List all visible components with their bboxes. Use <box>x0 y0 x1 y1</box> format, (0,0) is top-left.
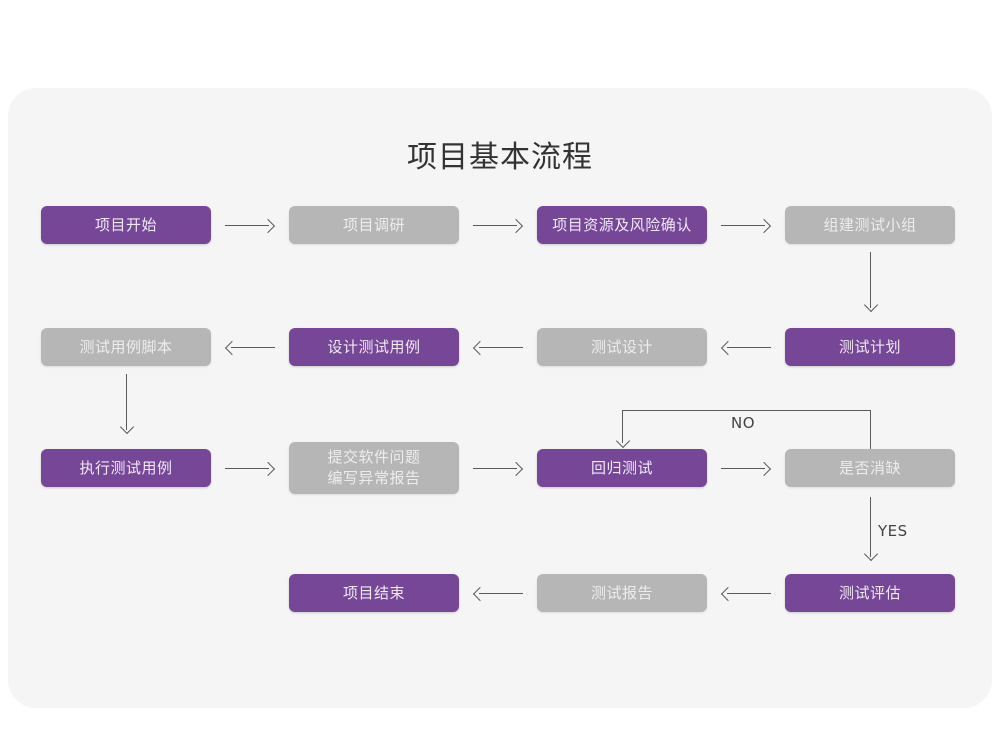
arrow-n11-n12 <box>721 468 765 469</box>
arrow-n10-n11 <box>473 468 517 469</box>
arrow-n3-n4 <box>721 225 765 226</box>
flowchart-card <box>8 88 992 708</box>
node-project-end[interactable]: 项目结束 <box>289 574 459 612</box>
arrow-n1-n2 <box>225 225 269 226</box>
arrow-n6-n7 <box>479 347 523 348</box>
node-design-test-cases[interactable]: 设计测试用例 <box>289 328 459 366</box>
node-execute-test-cases[interactable]: 执行测试用例 <box>41 449 211 487</box>
arrow-n4-n5 <box>870 252 871 308</box>
arrow-no-loop-down <box>622 410 623 443</box>
arrow-n2-n3 <box>473 225 517 226</box>
node-test-report[interactable]: 测试报告 <box>537 574 707 612</box>
arrow-n14-n15 <box>479 593 523 594</box>
node-project-start[interactable]: 项目开始 <box>41 206 211 244</box>
arrow-no-loop-across <box>622 410 871 411</box>
arrow-no-loop-up <box>870 410 871 449</box>
edge-label-yes: YES <box>878 522 908 540</box>
node-form-test-team[interactable]: 组建测试小组 <box>785 206 955 244</box>
node-test-plan[interactable]: 测试计划 <box>785 328 955 366</box>
arrow-n13-n14 <box>727 593 771 594</box>
node-defect-resolved-decision[interactable]: 是否消缺 <box>785 449 955 487</box>
node-resource-risk-confirm[interactable]: 项目资源及风险确认 <box>537 206 707 244</box>
arrow-yes-n12-n13 <box>870 497 871 557</box>
arrow-n7-n8 <box>231 347 275 348</box>
node-test-case-script[interactable]: 测试用例脚本 <box>41 328 211 366</box>
page-title: 项目基本流程 <box>407 140 593 175</box>
arrow-n5-n6 <box>727 347 771 348</box>
node-test-design[interactable]: 测试设计 <box>537 328 707 366</box>
edge-label-no: NO <box>731 414 756 432</box>
arrow-n9-n10 <box>225 468 269 469</box>
node-project-research[interactable]: 项目调研 <box>289 206 459 244</box>
node-regression-test[interactable]: 回归测试 <box>537 449 707 487</box>
node-test-evaluation[interactable]: 测试评估 <box>785 574 955 612</box>
node-submit-defect-report[interactable]: 提交软件问题 编写异常报告 <box>289 442 459 494</box>
arrow-n8-n9 <box>126 374 127 430</box>
